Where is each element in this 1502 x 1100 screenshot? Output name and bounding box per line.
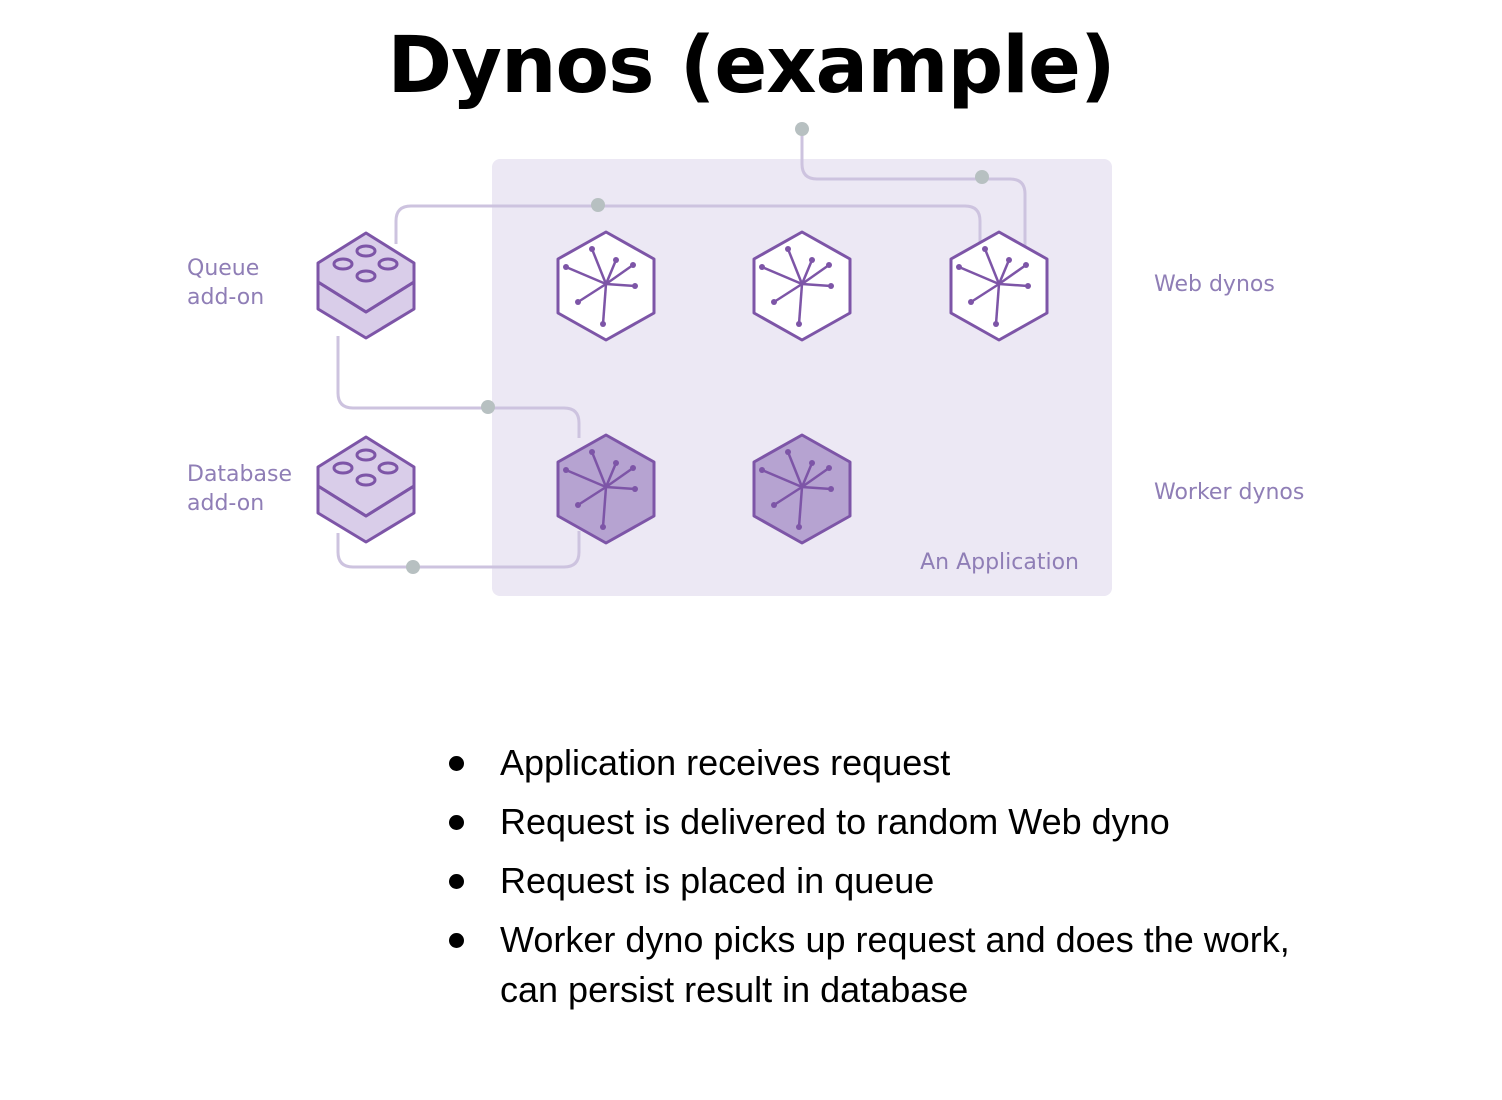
database-addon-label-line2: add-on	[187, 491, 264, 516]
bullet-text: Request is placed in queue	[500, 860, 935, 901]
worker-dynos-label: Worker dynos	[1154, 480, 1304, 505]
queue-addon-label-line2: add-on	[187, 285, 264, 310]
bullet-dot	[449, 815, 464, 830]
dyno-architecture-diagram: Queue add-on Database add-on Web dynos W…	[187, 122, 1304, 596]
database-addon-label-line1: Database	[187, 462, 292, 487]
web-dynos-label: Web dynos	[1154, 272, 1275, 297]
bullet-list: Application receives request Request is …	[440, 738, 1340, 1024]
bullet-dot	[449, 874, 464, 889]
queue-addon-label-line1: Queue	[187, 256, 259, 281]
bullet-dot	[449, 933, 464, 948]
bullet-item: Request is placed in queue	[440, 856, 1340, 906]
bullet-text: Worker dyno picks up request and does th…	[500, 919, 1290, 1010]
bullet-text: Application receives request	[500, 742, 951, 783]
bullet-text: Request is delivered to random Web dyno	[500, 801, 1170, 842]
application-label: An Application	[920, 550, 1079, 575]
slide-title: Dynos (example)	[387, 21, 1115, 111]
bullet-item: Worker dyno picks up request and does th…	[440, 915, 1340, 1015]
bullet-item: Application receives request	[440, 738, 1340, 788]
connector-junctions	[406, 122, 989, 574]
bullet-dot	[449, 756, 464, 771]
queue-addon-icon	[316, 231, 416, 340]
bullet-item: Request is delivered to random Web dyno	[440, 797, 1340, 847]
database-addon-icon	[316, 435, 416, 544]
connector-lines	[336, 132, 1027, 569]
